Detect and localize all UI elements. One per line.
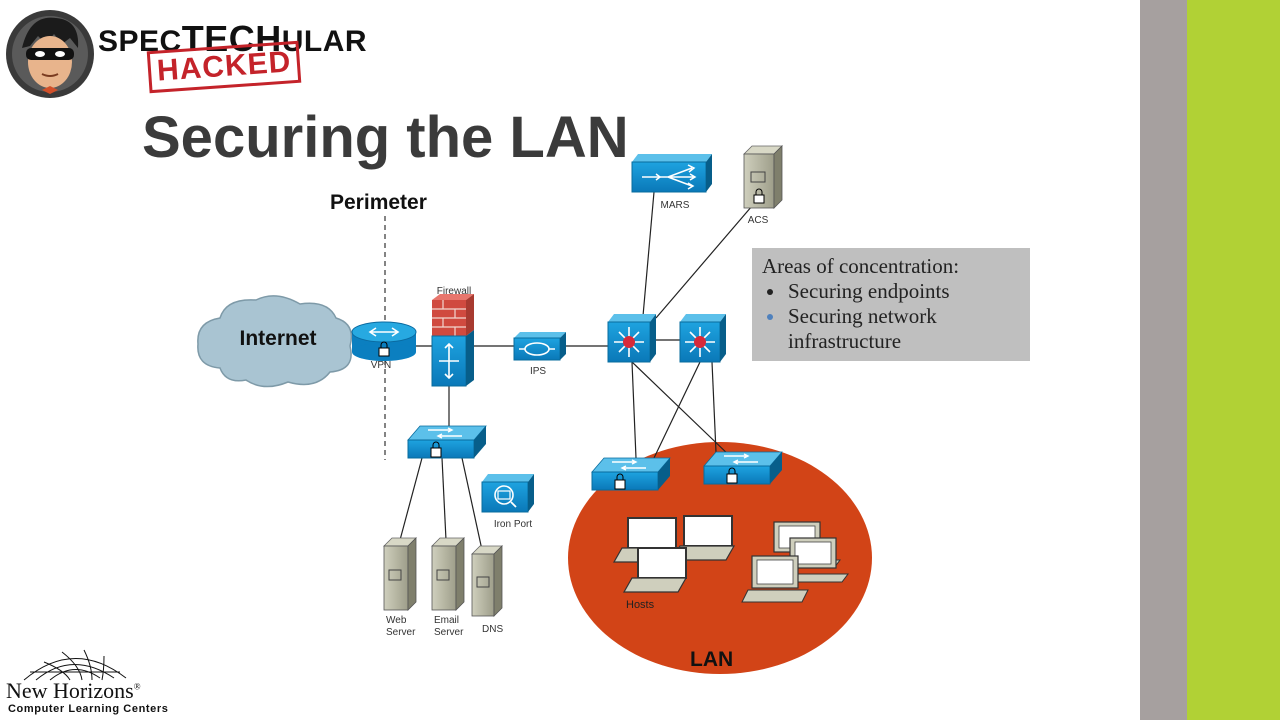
iron-port-appliance-icon xyxy=(481,474,534,513)
accent-stripe-green xyxy=(1187,0,1280,720)
areas-callout: Areas of concentration: Securing endpoin… xyxy=(752,248,1030,361)
brand-word-mid: TECH xyxy=(181,18,282,59)
callout-list: Securing endpoints Securing network infr… xyxy=(762,279,1020,354)
mars-label: MARS xyxy=(661,200,690,211)
ips-label: IPS xyxy=(530,366,546,377)
brand-word-suffix: ULAR xyxy=(281,25,368,58)
brand-word-prefix: SPEC xyxy=(98,25,182,58)
lan-switch-1-icon xyxy=(591,457,671,491)
accent-stripe-gray xyxy=(1140,0,1187,720)
perimeter-label: Perimeter xyxy=(330,191,427,214)
vpn-router-icon xyxy=(351,321,417,361)
vpn-label: VPN xyxy=(371,360,392,371)
dns-label: DNS xyxy=(482,624,503,635)
callout-item-infrastructure: Securing network infrastructure xyxy=(786,304,1020,354)
ips-sensor-icon xyxy=(513,332,566,361)
dmz-switch-icon xyxy=(407,425,487,459)
email-server-label-line2: Server xyxy=(434,627,464,638)
internet-label: Internet xyxy=(239,327,316,350)
company-tagline: Computer Learning Centers xyxy=(8,703,169,715)
web-server-icon xyxy=(383,537,417,611)
email-server-label-line1: Email xyxy=(434,615,459,626)
connection-lines xyxy=(399,191,753,551)
acs-server-icon xyxy=(743,145,783,209)
lan-label: LAN xyxy=(690,648,733,671)
email-server-icon xyxy=(431,537,465,611)
web-server-label-line2: Server xyxy=(386,627,416,638)
iron-port-label: Iron Port xyxy=(494,519,533,530)
laptop-icon xyxy=(670,515,736,561)
registered-mark: ® xyxy=(133,681,141,692)
hosts-label: Hosts xyxy=(626,599,655,611)
callout-heading: Areas of concentration: xyxy=(762,254,960,278)
core-switch-2-icon xyxy=(679,314,726,363)
masked-mascot-icon xyxy=(6,10,94,98)
core-switch-1-icon xyxy=(607,314,656,363)
firewall-icon xyxy=(431,294,474,387)
laptop-icon xyxy=(622,547,688,593)
slide-title: Securing the LAN xyxy=(142,105,629,170)
callout-item-endpoints: Securing endpoints xyxy=(786,279,1020,304)
acs-label: ACS xyxy=(748,215,769,226)
mars-appliance-icon xyxy=(631,154,712,193)
company-name: New Horizons® xyxy=(6,678,141,704)
internet-cloud-icon xyxy=(197,295,353,388)
lan-switch-2-icon xyxy=(703,451,783,485)
web-server-label-line1: Web xyxy=(386,615,407,626)
network-diagram: Internet VPN Firewall IPS xyxy=(197,145,872,674)
dns-server-icon xyxy=(471,545,503,617)
desktop-pc-icon xyxy=(741,555,809,603)
brand-logo: SPECTECHULAR HACKED xyxy=(98,18,368,94)
globe-arc-icon xyxy=(23,649,127,681)
firewall-label: Firewall xyxy=(437,286,471,297)
company-name-text: New Horizons xyxy=(6,678,134,703)
